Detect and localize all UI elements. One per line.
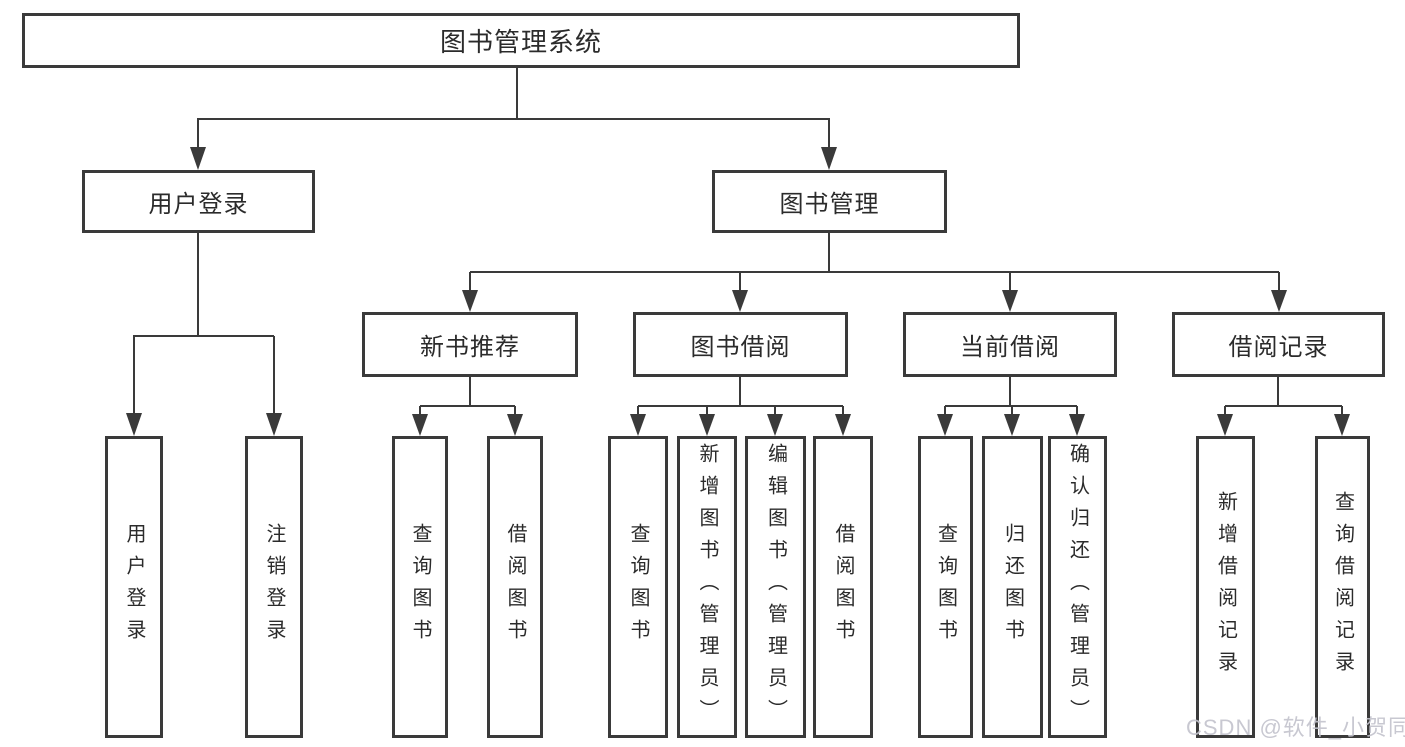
leaf-bb-edit-books-admin-label: 编辑图书（管理员） [764, 443, 787, 731]
leaf-nbr-borrow-books: 借阅图书 [487, 436, 543, 738]
leaf-cb-return-books: 归还图书 [982, 436, 1043, 738]
leaf-cb-confirm-return-admin: 确认归还（管理员） [1048, 436, 1107, 738]
leaf-cb-query-books-label: 查询图书 [934, 523, 957, 651]
node-current-borrow: 当前借阅 [903, 312, 1117, 377]
leaf-bb-query-books-label: 查询图书 [627, 523, 649, 651]
leaf-bb-borrow-books-label: 借阅图书 [832, 523, 854, 651]
leaf-br-query-record: 查询借阅记录 [1315, 436, 1370, 738]
node-user-login: 用户登录 [82, 170, 315, 233]
node-root-label: 图书管理系统 [439, 27, 602, 57]
leaf-logout-label: 注销登录 [263, 523, 285, 651]
leaf-br-add-record-label: 新增借阅记录 [1214, 491, 1237, 683]
node-book-management: 图书管理 [712, 170, 947, 233]
leaf-nbr-query-books-label: 查询图书 [409, 523, 431, 651]
node-book-borrow: 图书借阅 [633, 312, 848, 377]
leaf-bb-add-books-admin: 新增图书（管理员） [677, 436, 737, 738]
node-current-borrow-label: 当前借阅 [960, 334, 1060, 361]
node-book-borrow-label: 图书借阅 [690, 334, 791, 361]
leaf-logout: 注销登录 [245, 436, 303, 738]
leaf-br-query-record-label: 查询借阅记录 [1331, 491, 1354, 683]
leaf-nbr-query-books: 查询图书 [392, 436, 448, 738]
leaf-cb-return-books-label: 归还图书 [1001, 523, 1024, 651]
csdn-watermark: CSDN @软件_小贺同学 [1186, 715, 1405, 740]
node-user-login-label: 用户登录 [148, 191, 249, 218]
leaf-user-login-label: 用户登录 [123, 523, 145, 651]
leaf-br-add-record: 新增借阅记录 [1196, 436, 1255, 738]
leaf-bb-edit-books-admin: 编辑图书（管理员） [745, 436, 806, 738]
leaf-bb-add-books-admin-label: 新增图书（管理员） [696, 443, 718, 731]
leaf-nbr-borrow-books-label: 借阅图书 [504, 523, 526, 651]
node-borrow-records-label: 借阅记录 [1228, 334, 1329, 361]
leaf-bb-borrow-books: 借阅图书 [813, 436, 873, 738]
node-borrow-records: 借阅记录 [1172, 312, 1385, 377]
node-root: 图书管理系统 [22, 13, 1020, 68]
leaf-user-login: 用户登录 [105, 436, 163, 738]
leaf-cb-confirm-return-admin-label: 确认归还（管理员） [1066, 443, 1089, 731]
node-book-management-label: 图书管理 [779, 191, 880, 218]
node-new-book-recommend: 新书推荐 [362, 312, 578, 377]
node-new-book-recommend-label: 新书推荐 [420, 334, 520, 361]
leaf-bb-query-books: 查询图书 [608, 436, 668, 738]
leaf-cb-query-books: 查询图书 [918, 436, 973, 738]
